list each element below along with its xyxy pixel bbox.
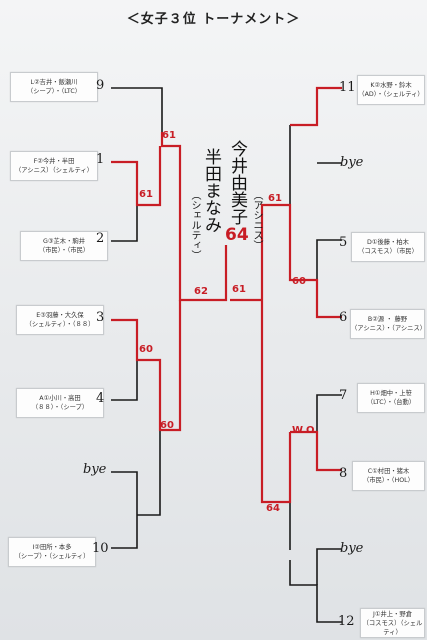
- bracket-line: [316, 548, 342, 585]
- team-card: K②水野・鈴木 （AD）・（シェルティ）: [357, 75, 425, 105]
- seed-number: 12: [338, 614, 355, 629]
- team-clubs: （８８）・（シープ）: [31, 404, 89, 411]
- team-clubs: （コスモス）（市民）: [358, 248, 418, 255]
- score-label: 60: [139, 344, 153, 355]
- team-clubs: （シープ）・（シェルティ）: [14, 553, 90, 560]
- final-score: 64: [225, 225, 249, 245]
- bye-label: bye: [83, 462, 107, 477]
- winner-line: [290, 86, 342, 127]
- team-players: J①井上・野倉: [373, 610, 412, 618]
- page-title: ＜女子３位 トーナメント＞: [126, 12, 301, 27]
- team-players: I②田所・本多: [32, 544, 72, 551]
- winner-name: 今井由美子: [227, 140, 247, 225]
- winner-line: [290, 430, 342, 472]
- team-clubs: （コスモス）（シェルティ）: [362, 619, 423, 636]
- winner-club: （アシニス）: [251, 190, 262, 250]
- team-players: B②源 ・ 藤野: [367, 316, 408, 323]
- seed-number: 8: [339, 466, 348, 481]
- bracket-line: [137, 430, 161, 516]
- bracket-line: [111, 471, 138, 549]
- team-card: H①畑中・上笹 （LTC）・（台動）: [357, 383, 425, 413]
- score-label: 60: [160, 420, 174, 431]
- team-players: D①後藤・柏木: [367, 239, 409, 246]
- score-label: W.O: [292, 425, 315, 436]
- seed-number: 7: [339, 388, 348, 403]
- team-card: L②吉井・飯瀬川 （シープ）・（LTC）: [10, 72, 98, 102]
- score-label: 61: [232, 284, 246, 295]
- team-clubs: （シープ）・（LTC）: [26, 88, 82, 95]
- score-label: 61: [268, 193, 282, 204]
- team-players: G③芷木・駒井: [42, 238, 85, 245]
- seed-number: 4: [96, 391, 105, 406]
- seed-number: 10: [92, 541, 109, 556]
- team-clubs: （市民）・（市民）: [38, 247, 90, 254]
- bracket-line: [111, 360, 138, 401]
- team-card: D①後藤・柏木 （コスモス）（市民）: [351, 232, 425, 262]
- team-players: E③羽藤・大久保: [36, 312, 84, 319]
- bye-label: bye: [340, 541, 364, 556]
- team-clubs: （シェルティ）・（８８）: [25, 321, 95, 328]
- score-label: 61: [139, 189, 153, 200]
- team-clubs: （市民）・（HOL）: [363, 477, 414, 484]
- team-card: E③羽藤・大久保 （シェルティ）・（８８）: [16, 305, 104, 335]
- team-players: L②吉井・飯瀬川: [30, 79, 78, 86]
- winner-club: （シェルティ）: [189, 190, 200, 260]
- team-players: H①畑中・上笹: [370, 390, 412, 397]
- seed-number: 3: [96, 310, 105, 325]
- team-clubs: （アシニス）（シェルティ）: [14, 167, 94, 174]
- seed-number: 5: [339, 235, 348, 250]
- team-card: F②今井・半田 （アシニス）（シェルティ）: [10, 151, 98, 181]
- team-clubs: （AD）・（シェルティ）: [358, 91, 424, 98]
- bye-label: bye: [340, 155, 364, 170]
- bracket-line: [316, 394, 342, 432]
- seed-number: 2: [96, 231, 105, 246]
- winner-line: [205, 245, 228, 302]
- bracket-line: [111, 319, 138, 360]
- score-label: 60: [292, 276, 306, 287]
- winner-line: [260, 300, 292, 504]
- team-players: F②今井・半田: [33, 158, 75, 165]
- seed-number: 9: [96, 78, 105, 93]
- team-card: B②源 ・ 藤野 （アシニス）・（アシニス）: [350, 309, 427, 339]
- bracket-line: [111, 87, 163, 132]
- winner-line: [111, 300, 182, 432]
- bracket-line: [289, 560, 342, 623]
- score-label: 62: [194, 286, 208, 297]
- team-clubs: （LTC）・（台動）: [366, 399, 416, 406]
- bracket-line: [111, 161, 138, 205]
- seed-number: 11: [339, 80, 356, 95]
- team-clubs: （アシニス）・（アシニス）: [351, 325, 427, 332]
- team-card: J①井上・野倉 （コスモス）（シェルティ）: [360, 608, 425, 638]
- score-label: 61: [162, 130, 176, 141]
- seed-number: 6: [339, 310, 348, 325]
- team-card: I②田所・本多 （シープ）・（シェルティ）: [8, 537, 96, 567]
- team-card: C①村田・猪木 （市民）・（HOL）: [352, 461, 425, 491]
- winner-line: [160, 132, 205, 302]
- winner-line: [111, 146, 162, 207]
- team-players: A①小川・高田: [39, 395, 81, 402]
- team-card: A①小川・高田 （８８）・（シープ）: [16, 388, 104, 418]
- team-card: G③芷木・駒井 （市民）・（市民）: [20, 231, 108, 261]
- bracket-line: [111, 205, 138, 242]
- winner-name: 半田まなみ: [201, 148, 221, 233]
- team-players: K②水野・鈴木: [370, 82, 412, 89]
- winner-line: [260, 203, 342, 319]
- score-label: 64: [266, 503, 280, 514]
- seed-number: 1: [96, 152, 105, 167]
- team-players: C①村田・猪木: [367, 468, 410, 475]
- bracket-line: [316, 239, 342, 280]
